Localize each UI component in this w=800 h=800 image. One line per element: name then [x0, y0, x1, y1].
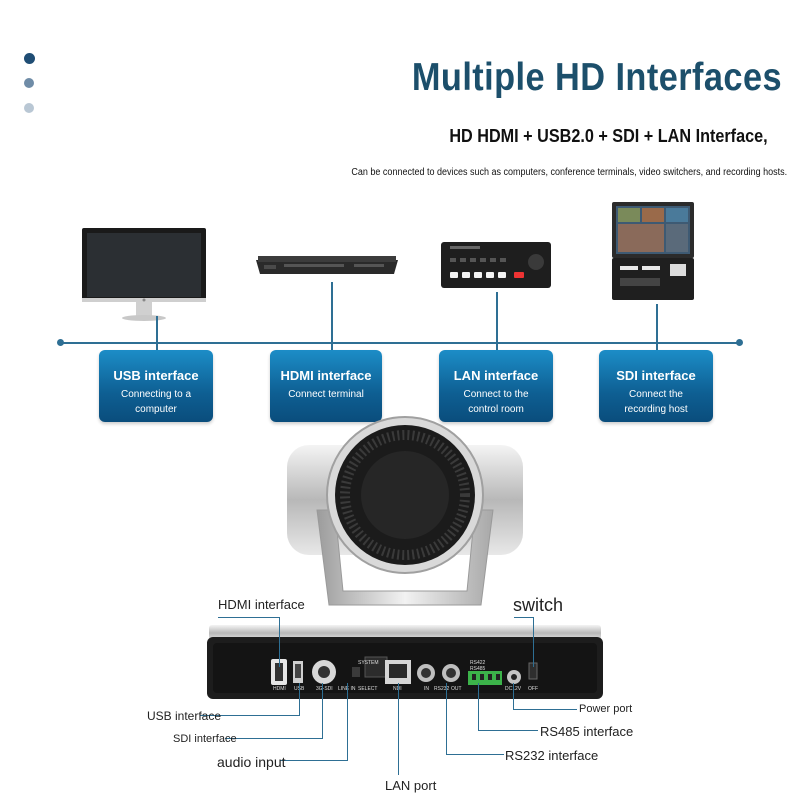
leader-sdi-v — [322, 683, 323, 739]
connector-line-sdi — [656, 304, 658, 350]
callout-sdi-interface: SDI interface — [173, 733, 237, 745]
card-description: Connect terminal — [288, 389, 364, 400]
leader-switch-v — [533, 617, 534, 667]
leader-audio-v — [347, 683, 348, 761]
video-switcher-image — [441, 242, 551, 288]
page-dot-3[interactable] — [24, 103, 34, 113]
callout-usb-interface: USB interface — [147, 709, 222, 723]
panel-label-rs422: RS422 — [470, 660, 486, 666]
panel-label-system: SYSTEM — [358, 660, 379, 666]
panel-label-rs485: RS485 — [470, 666, 486, 672]
callout-rs485-interface: RS485 interface — [540, 724, 634, 739]
connection-bus-line — [60, 342, 740, 344]
card-description: Connect to the control room — [463, 389, 529, 415]
leader-sdi-h — [225, 738, 323, 739]
leader-rs232-v — [446, 683, 447, 755]
panel-label-rs232: RS232 — [434, 686, 450, 692]
panel-label-line-in: LINE IN — [338, 686, 356, 692]
monitor-image — [82, 228, 206, 321]
callout-power-port: Power port — [579, 703, 633, 715]
connector-line-lan — [496, 292, 498, 350]
recording-host-image — [612, 202, 694, 300]
panel-label-select: SELECT — [358, 686, 378, 692]
sdi-interface-card[interactable]: SDI interface Connect the recording host — [599, 350, 713, 422]
card-title: HDMI interface — [280, 368, 372, 383]
leader-rs485-v — [478, 683, 479, 731]
callout-audio-input: audio input — [217, 754, 286, 770]
callout-switch: switch — [513, 595, 564, 615]
callout-lan-port: LAN port — [385, 778, 437, 793]
panel-label-in: IN — [424, 686, 429, 692]
panel-label-off: OFF — [528, 686, 538, 692]
card-description: Connecting to a computer — [120, 389, 192, 415]
callout-rs232-interface: RS232 interface — [505, 748, 599, 763]
hdmi-interface-card[interactable]: HDMI interface Connect terminal — [270, 350, 382, 422]
card-title: LAN interface — [453, 368, 539, 383]
bus-left-endpoint — [57, 339, 64, 346]
card-title: SDI interface — [616, 368, 696, 383]
lan-interface-card[interactable]: LAN interface Connect to the control roo… — [439, 350, 553, 422]
connector-line-usb — [156, 316, 158, 350]
panel-label-hdmi: HDMI — [273, 686, 286, 692]
panel-label-out: OUT — [451, 686, 462, 692]
conference-terminal-image — [256, 256, 398, 274]
card-title: USB interface — [113, 368, 199, 383]
leader-rs232-h — [446, 754, 504, 755]
card-description: Connect the recording host — [624, 389, 688, 415]
page-dot-2[interactable] — [24, 78, 34, 88]
leader-hdmi-v — [279, 617, 280, 667]
leader-usb-h — [200, 715, 300, 716]
page-dot-1[interactable] — [24, 53, 35, 64]
panel-label-sdi: 3G-SDI — [316, 686, 333, 692]
usb-interface-card[interactable]: USB interface Connecting to a computer — [99, 350, 213, 422]
leader-power-h — [513, 709, 577, 710]
leader-switch-h — [514, 617, 534, 618]
leader-hdmi-h — [218, 617, 280, 618]
panel-label-ndi: NDI — [393, 686, 402, 692]
bus-right-endpoint — [736, 339, 743, 346]
page-description: Can be connected to devices such as comp… — [351, 167, 787, 178]
callout-hdmi-interface: HDMI interface — [218, 597, 305, 612]
leader-usb-v — [299, 683, 300, 716]
leader-power-v — [513, 683, 514, 710]
leader-lan-v — [398, 683, 399, 775]
leader-audio-h — [280, 760, 348, 761]
ptz-camera-image — [207, 416, 603, 699]
page-subtitle: HD HDMI + USB2.0 + SDI + LAN Interface, — [449, 126, 768, 146]
leader-rs485-h — [478, 730, 538, 731]
page-title: Multiple HD Interfaces — [411, 56, 782, 99]
connector-line-hdmi — [331, 282, 333, 350]
